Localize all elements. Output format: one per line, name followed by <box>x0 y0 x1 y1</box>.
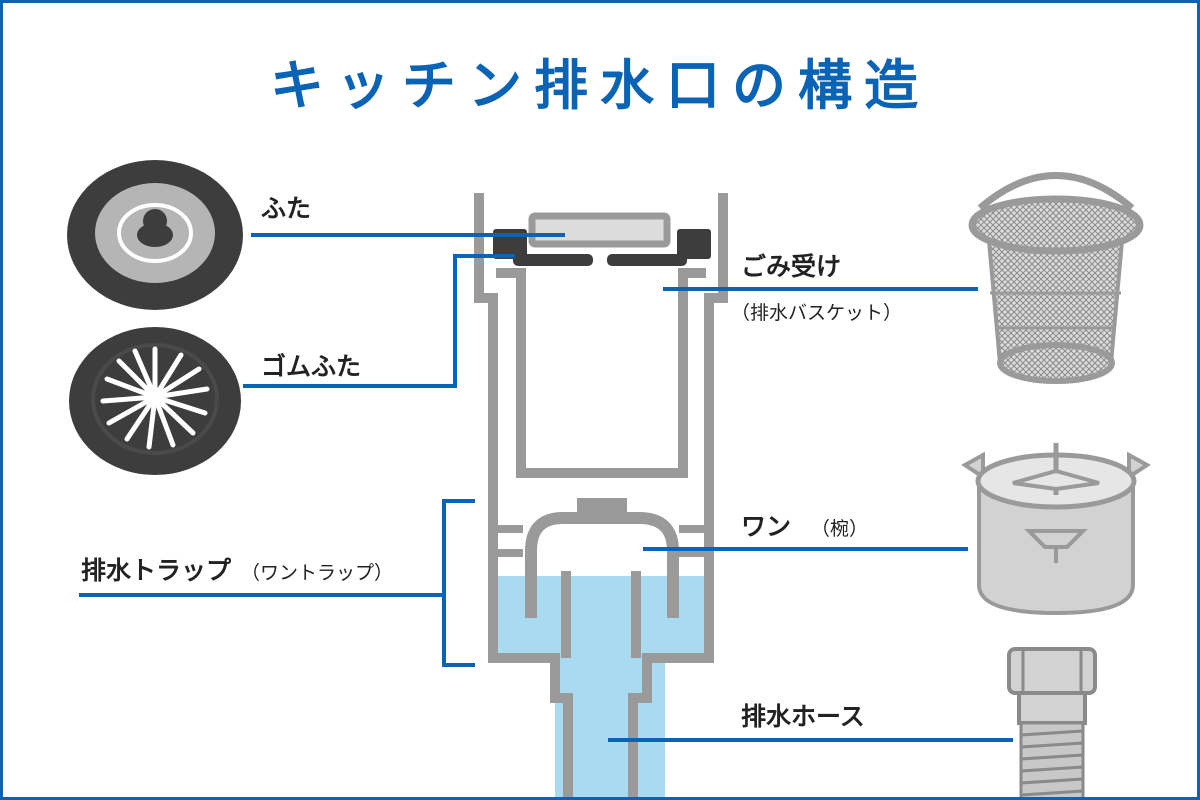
leader-lines <box>79 233 1013 742</box>
bowl-picture <box>961 443 1151 616</box>
label-gomi-uke: ごみ受け <box>741 252 841 281</box>
label-trap-sub: （ワントラップ） <box>241 562 393 584</box>
label-trap: 排水トラップ <box>81 556 232 585</box>
drain-cross-section <box>474 193 728 797</box>
lid-section <box>493 212 711 266</box>
basket-picture <box>968 172 1144 384</box>
trap-bracket <box>442 499 475 667</box>
lid-picture <box>67 160 243 310</box>
hose-picture <box>1007 647 1097 797</box>
drain-diagram: ふた ゴムふた ごみ受け （排水バスケット） ワン （椀） 排水トラップ （ワン… <box>67 160 1151 797</box>
rubber-lid-picture <box>69 327 241 475</box>
rubber-lid-slits <box>100 346 210 450</box>
label-futa: ふた <box>261 194 311 223</box>
hose-ridges <box>1020 729 1084 797</box>
leader-gomu-futa <box>243 254 515 388</box>
label-wan: ワン <box>741 512 791 541</box>
basket-section <box>496 268 706 478</box>
page-title: キッチン排水口の構造 <box>270 54 930 117</box>
label-gomi-uke-sub: （排水バスケット） <box>731 302 902 324</box>
outlet-pipe <box>561 571 641 658</box>
label-gomu-futa: ゴムふた <box>261 352 361 381</box>
label-hose: 排水ホース <box>741 702 865 731</box>
bowl-section <box>497 498 705 618</box>
label-wan-sub: （椀） <box>811 518 868 540</box>
drain-body <box>474 193 728 797</box>
